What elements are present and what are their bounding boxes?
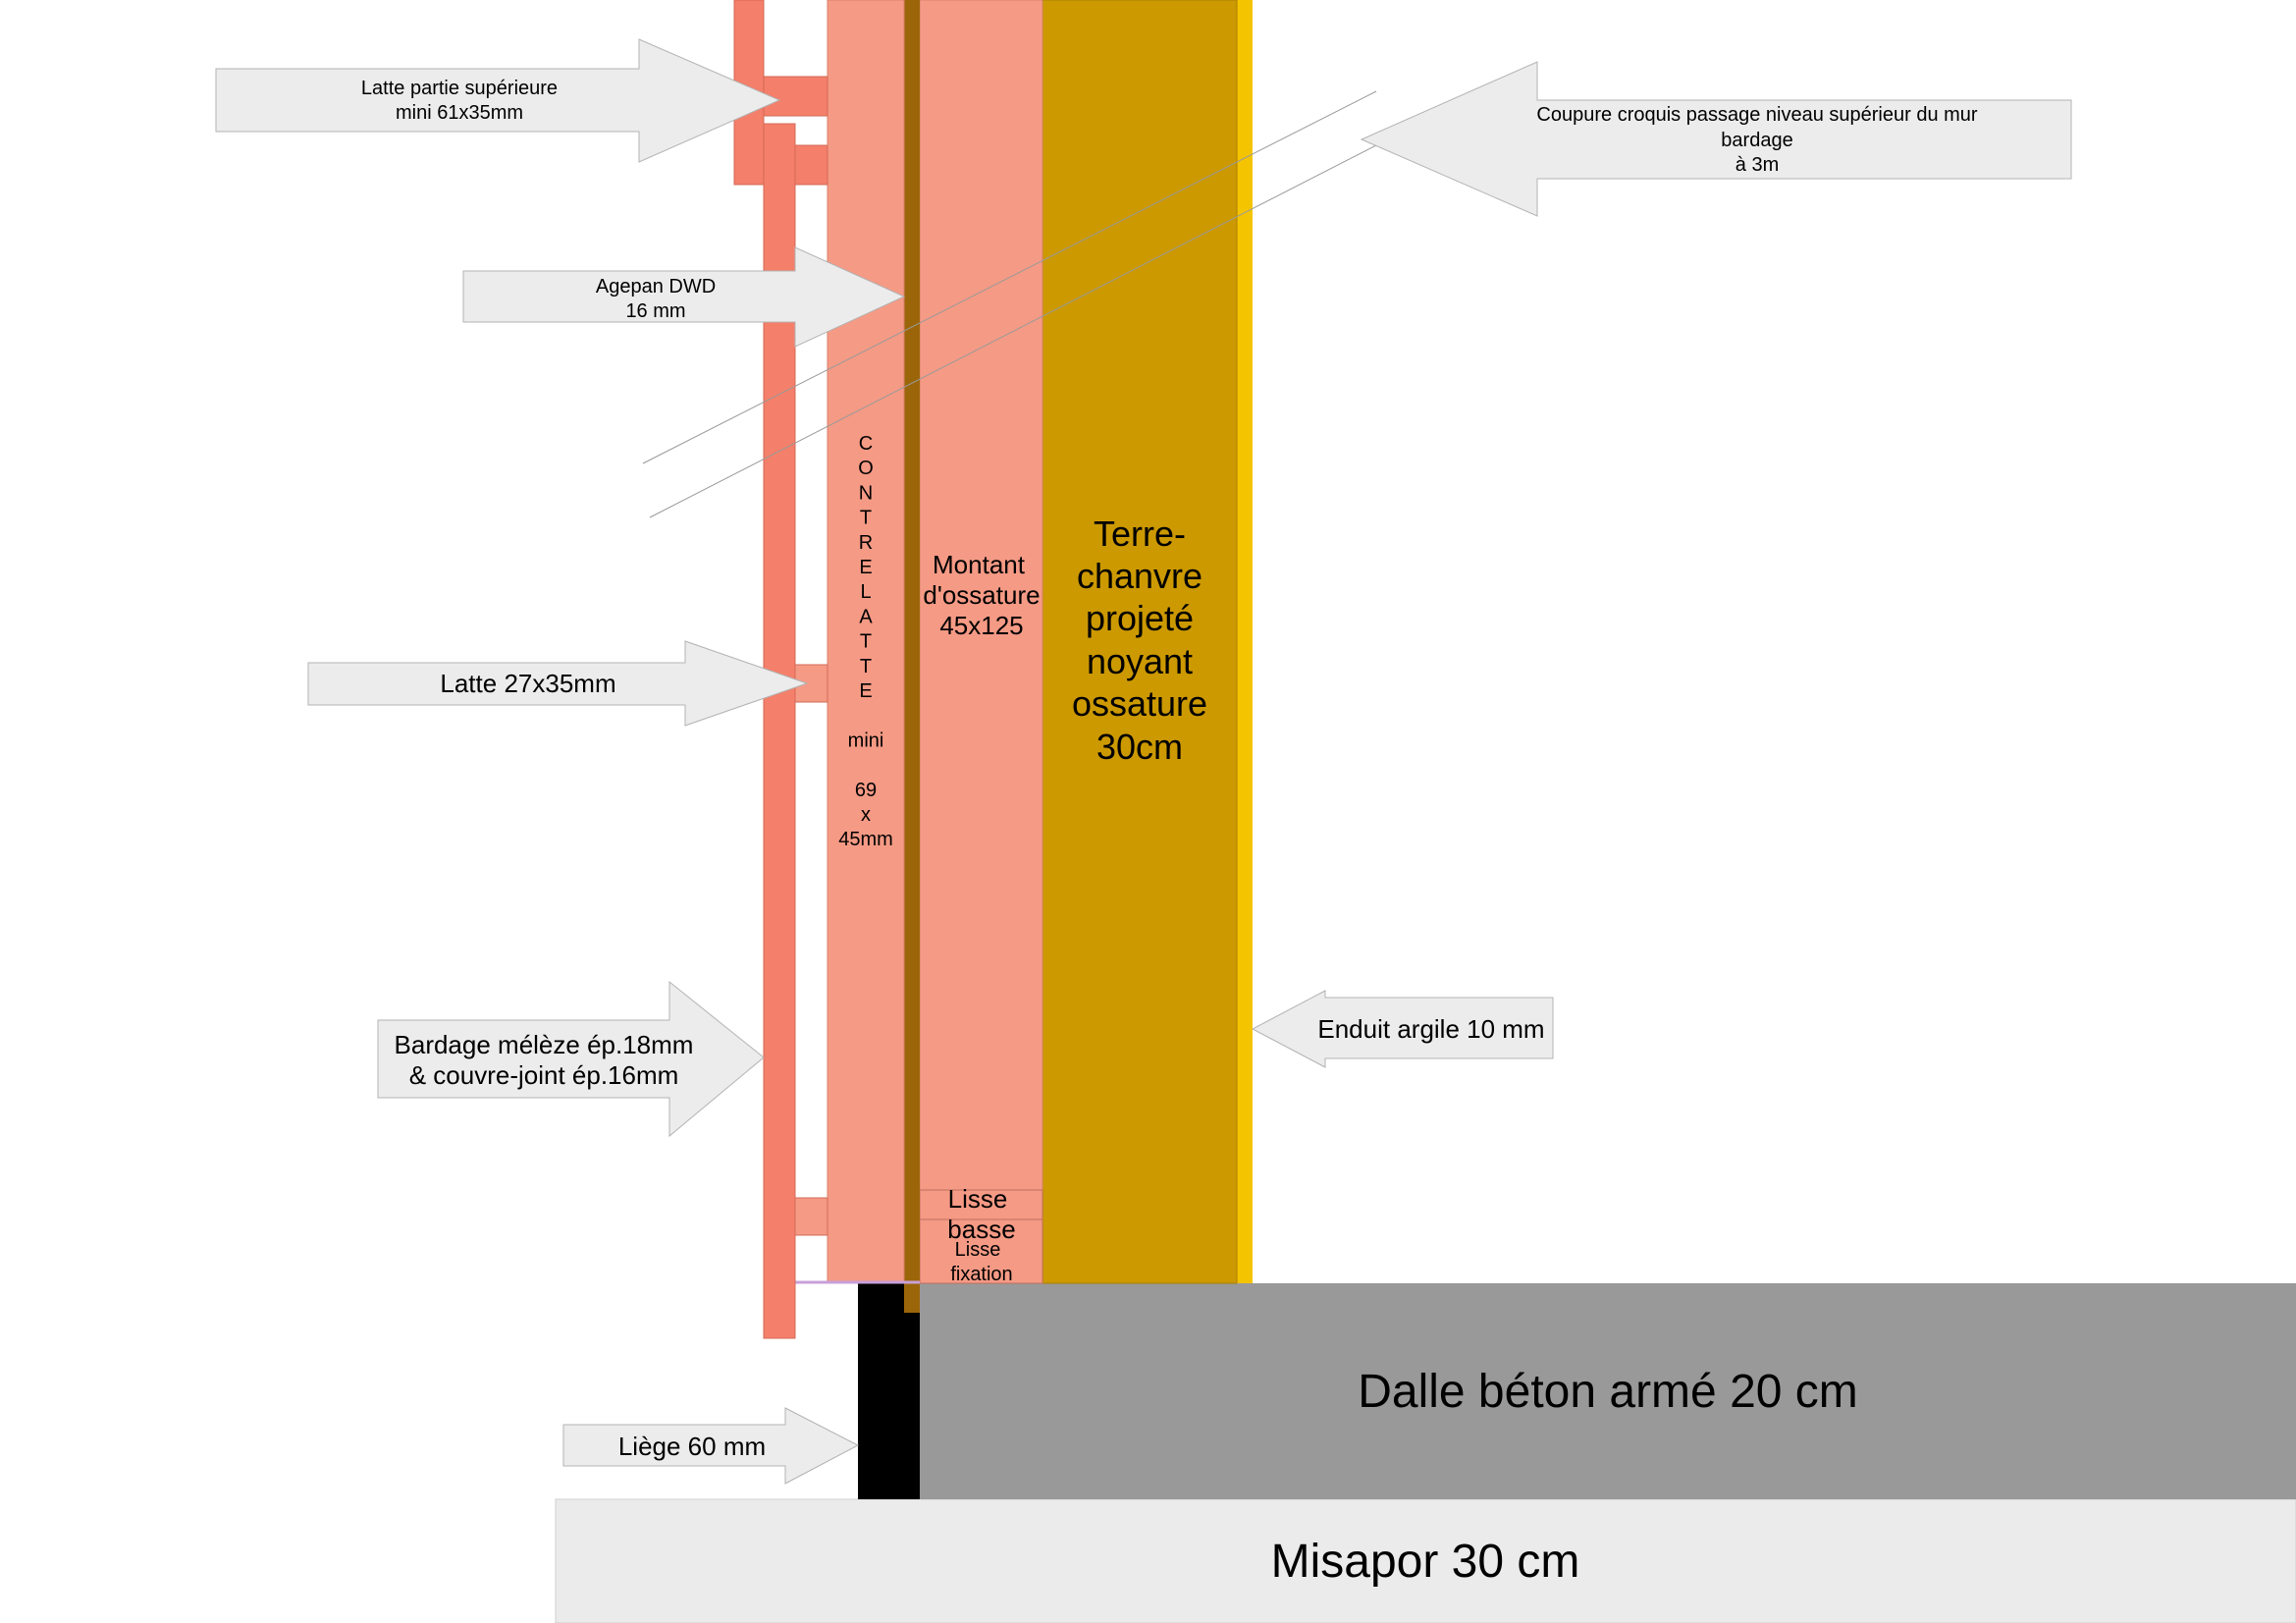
label-contrelatte-line: mini [848,730,884,751]
montant-ossature [919,0,1043,1284]
latte-27x35-bottom [794,1197,828,1236]
label-montant-3: 45x125 [939,611,1023,640]
label-enduit: Enduit argile 10 mm [1317,1014,1544,1044]
label-terre-chanvre-4: noyant [1087,641,1193,681]
label-montant-1: Montant [933,550,1026,579]
label-latte-superieure-2: mini 61x35mm [396,102,523,124]
label-contrelatte-line: x [861,804,871,826]
label-contrelatte-line: R [859,532,873,554]
label-agepan-2: 16 mm [625,300,685,322]
agepan-panel [904,0,920,1313]
label-dalle: Dalle béton armé 20 cm [1358,1366,1858,1418]
arrow-agepan: Agepan DWD 16 mm [462,246,906,348]
arrow-bardage: Bardage mélèze ép.18mm & couvre-joint ép… [377,980,765,1138]
dalle-beton-layer [920,1283,2296,1499]
arrow-latte-27x35: Latte 27x35mm [307,640,809,727]
label-terre-chanvre-6: 30cm [1096,727,1183,767]
label-coupure-3: à 3m [1735,154,1779,176]
label-bardage-2: & couvre-joint ép.16mm [409,1060,679,1090]
label-contrelatte-line: E [859,557,872,578]
label-terre-chanvre-2: chanvre [1077,556,1202,596]
label-lisse-fixation-2: fixation [950,1264,1012,1285]
label-contrelatte-line: N [859,482,873,504]
label-liege: Liège 60 mm [618,1432,766,1461]
enduit-argile-layer [1237,0,1253,1283]
label-terre-chanvre-5: ossature [1072,683,1207,724]
label-contrelatte-line: T [860,631,872,653]
arrow-latte-superieure: Latte partie supérieure mini 61x35mm [215,38,781,163]
label-lisse-fixation-1: Lisse [955,1239,1001,1261]
label-lisse-basse-1: Lisse [948,1184,1008,1214]
coupure-line-1 [642,90,1377,464]
contrelatte [827,0,905,1284]
label-contrelatte-line: O [858,458,874,479]
label-contrelatte-line: 45mm [838,829,893,850]
latte-superieure-block [763,76,828,117]
label-coupure-2: bardage [1721,130,1792,151]
label-misapor: Misapor 30 cm [1271,1536,1580,1588]
misapor-layer [555,1498,2296,1623]
label-terre-chanvre-1: Terre- [1094,514,1186,554]
label-bardage-1: Bardage mélèze ép.18mm [395,1030,694,1059]
label-coupure-1: Coupure croquis passage niveau supérieur… [1536,104,1977,126]
label-contrelatte-line: T [860,656,872,677]
label-montant-2: d'ossature [923,580,1040,610]
terre-chanvre-layer [1041,0,1238,1284]
arrow-enduit: Enduit argile 10 mm [1251,990,1554,1068]
arrow-coupure: Coupure croquis passage niveau supérieur… [1360,61,2072,217]
coupure-line-2 [649,144,1377,518]
label-contrelatte-line: C [859,433,873,455]
label-contrelatte-line: L [860,581,871,603]
label-latte-27x35: Latte 27x35mm [440,669,615,698]
label-contrelatte-line: E [859,680,872,702]
latte-superieure-block-2 [794,144,828,186]
label-agepan-1: Agepan DWD [596,276,716,298]
liege-layer [858,1283,920,1499]
label-contrelatte-line: 69 [855,780,877,801]
label-lisse-basse-2: basse [947,1215,1015,1244]
label-contrelatte-line: A [859,606,873,627]
bardage-meleze [763,123,796,1339]
label-terre-chanvre-3: projeté [1086,598,1194,638]
arrow-liege: Liège 60 mm [562,1407,860,1485]
label-latte-superieure-1: Latte partie supérieure [361,78,558,99]
label-contrelatte-line: T [860,508,872,529]
